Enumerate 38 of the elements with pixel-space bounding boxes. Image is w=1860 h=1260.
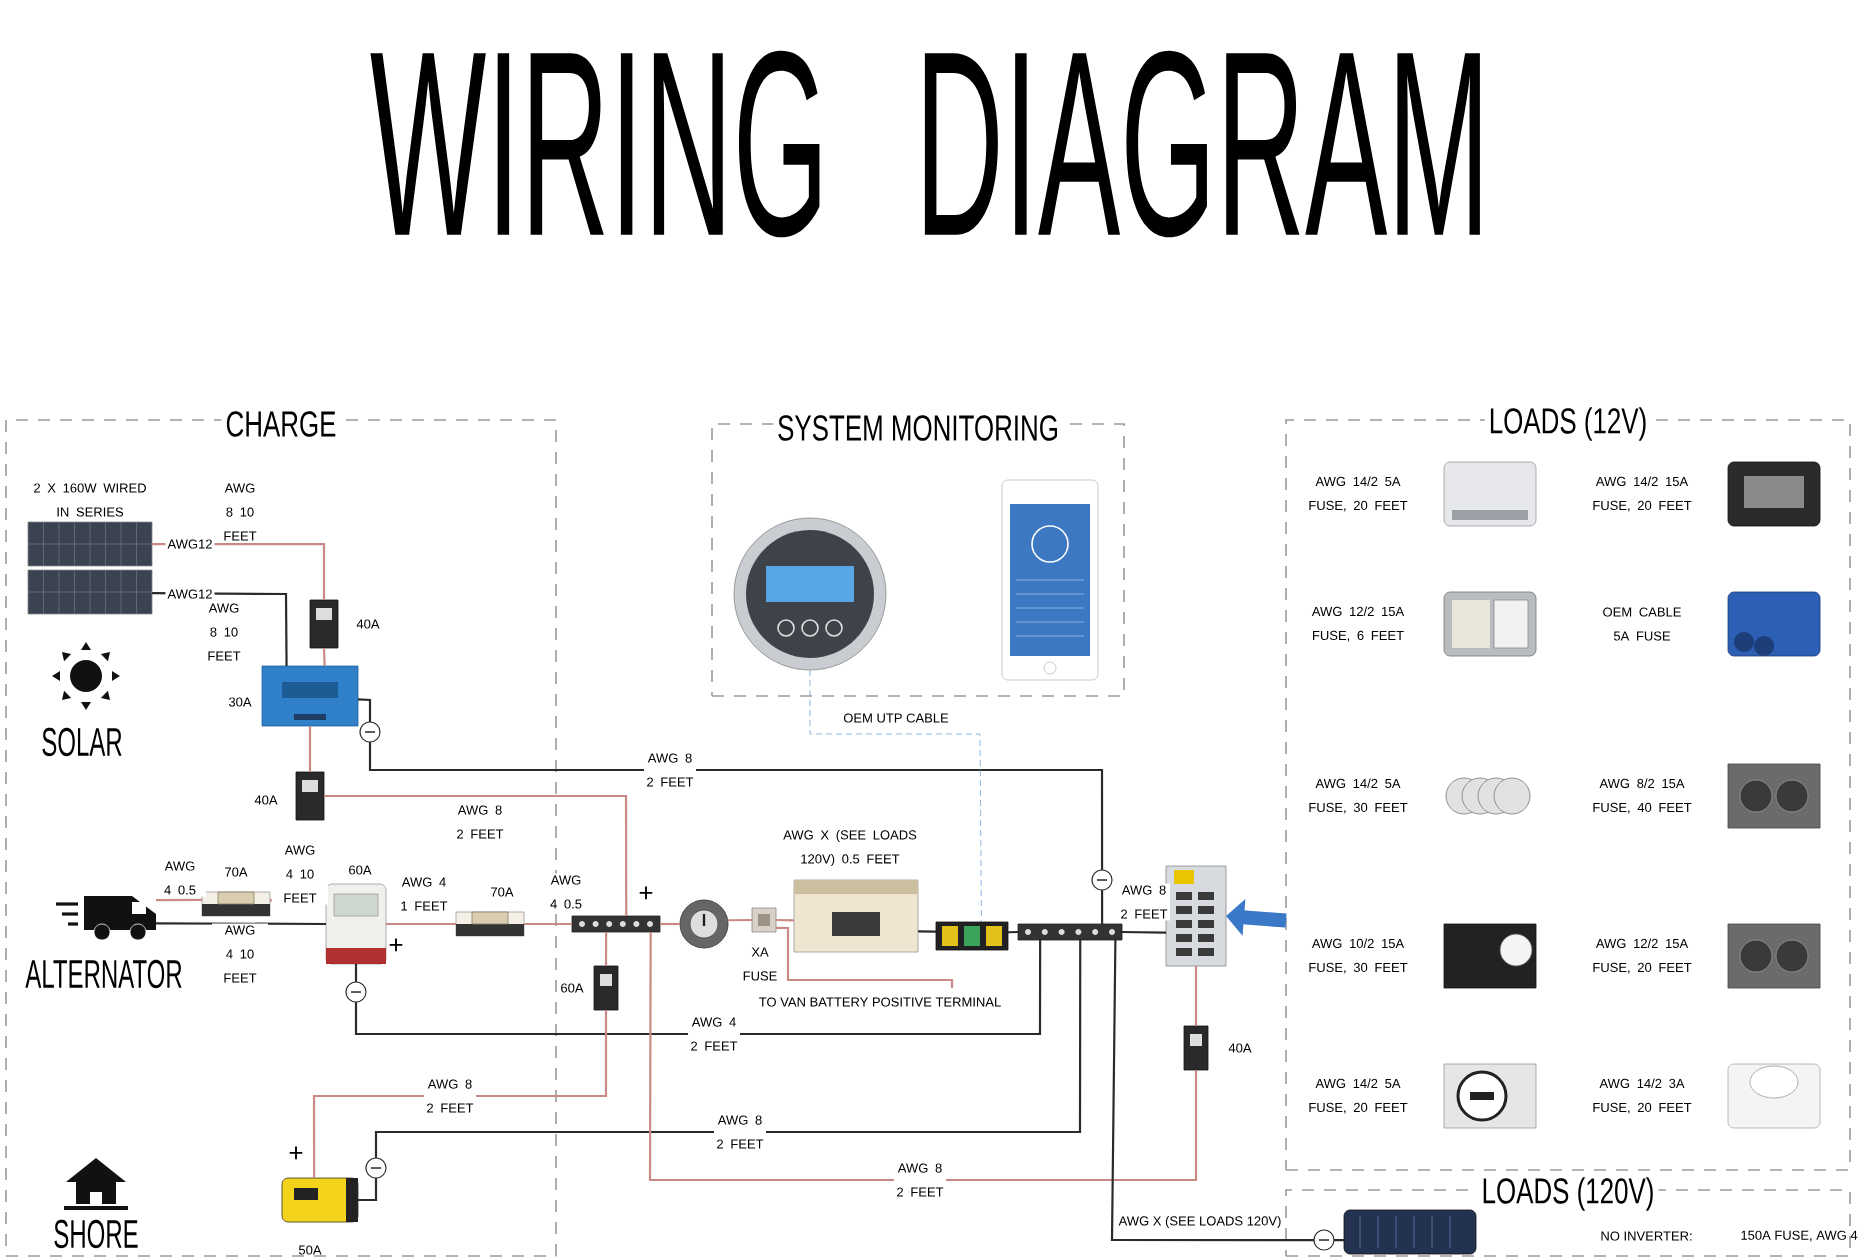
wire bbox=[354, 940, 1042, 1036]
battery-monitor-drawing bbox=[733, 517, 887, 671]
plus-sign: + bbox=[389, 938, 403, 952]
wire bbox=[156, 898, 202, 902]
wire bbox=[727, 918, 752, 922]
wire bbox=[1110, 940, 1344, 1242]
bus-bar-drawing bbox=[1017, 923, 1123, 941]
battery-drawing bbox=[793, 879, 919, 953]
section-label: ALTERNATOR bbox=[25, 959, 182, 989]
wire bbox=[312, 1010, 608, 1179]
wire bbox=[322, 647, 326, 667]
phone-drawing bbox=[1001, 479, 1099, 681]
section-label: SOLAR bbox=[42, 727, 122, 757]
wire bbox=[660, 922, 680, 926]
wire bbox=[357, 698, 1104, 924]
wire bbox=[358, 940, 1082, 1202]
wire bbox=[918, 930, 936, 933]
wire bbox=[324, 794, 628, 916]
bus-bar-drawing bbox=[571, 915, 661, 933]
data-cable bbox=[809, 669, 982, 923]
shunt-drawing bbox=[935, 921, 1009, 951]
wire bbox=[776, 918, 795, 922]
battery-switch-drawing bbox=[679, 899, 729, 949]
wire bbox=[604, 932, 608, 967]
wire bbox=[1008, 930, 1019, 934]
wire bbox=[308, 726, 312, 772]
fuse-block-drawing bbox=[1165, 865, 1227, 967]
inverter-drawing bbox=[1343, 1209, 1477, 1255]
plus-sign: + bbox=[289, 1146, 303, 1160]
section-label: SHORE bbox=[54, 1219, 138, 1249]
wire bbox=[1194, 966, 1198, 1026]
wire bbox=[386, 922, 456, 926]
plus-sign: + bbox=[639, 886, 653, 900]
title: WIRING DIAGRAM bbox=[370, 50, 1480, 238]
wire bbox=[524, 922, 572, 926]
wire bbox=[775, 926, 954, 988]
wire bbox=[648, 932, 1198, 1182]
wire bbox=[1122, 930, 1167, 934]
